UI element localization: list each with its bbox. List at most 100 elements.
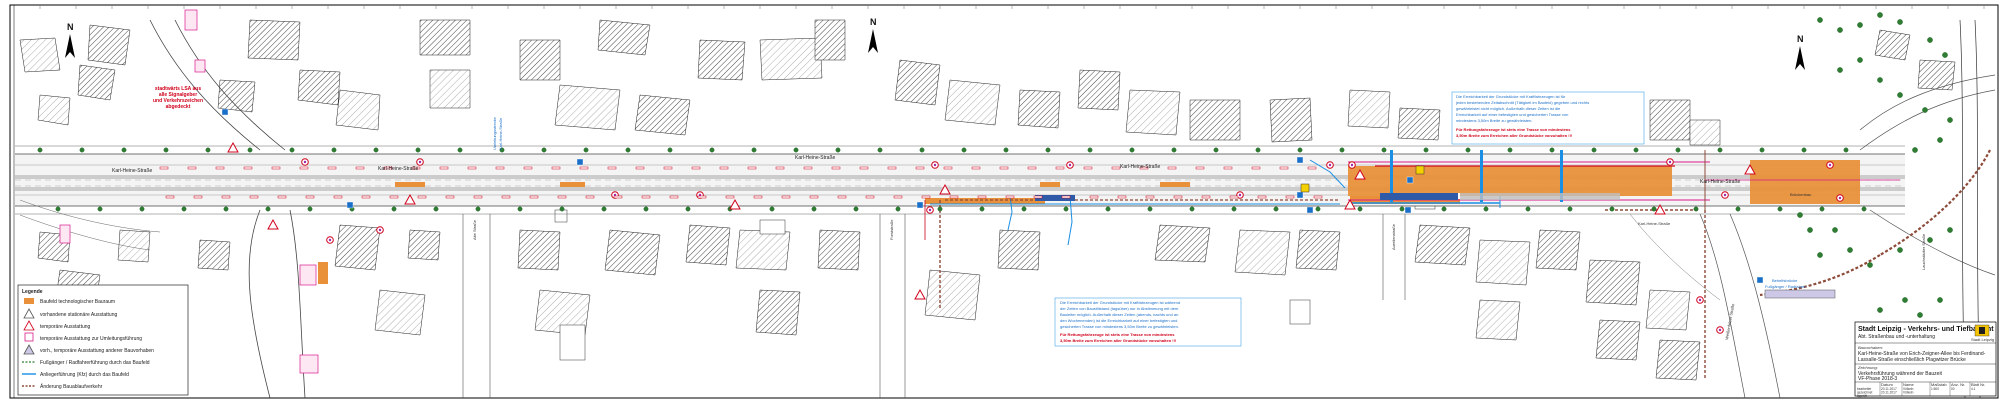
tree <box>1857 22 1863 28</box>
barrier <box>523 166 533 170</box>
detour-sign <box>184 9 198 31</box>
tree <box>1837 27 1843 33</box>
barrier <box>473 195 483 199</box>
building <box>1645 289 1691 331</box>
building <box>197 239 231 271</box>
tb-cell: geprüft <box>1857 394 1867 398</box>
barrier <box>361 195 371 199</box>
tree <box>1045 147 1051 153</box>
detour-sign <box>59 224 71 244</box>
barrier <box>719 166 729 170</box>
barrier <box>753 195 763 199</box>
building <box>604 229 661 276</box>
legend-item-1: vorhandene stationäre Ausstattung <box>40 312 117 318</box>
info-sign <box>1306 206 1314 214</box>
barrier <box>1257 195 1267 199</box>
street-label-side-2: Forststraße <box>889 219 894 240</box>
barrier <box>243 166 253 170</box>
tree <box>1817 17 1823 23</box>
building <box>374 289 426 336</box>
barrier <box>1173 195 1183 199</box>
tree <box>1897 19 1903 25</box>
tree <box>835 147 841 153</box>
tree <box>1339 147 1345 153</box>
tree <box>1273 206 1279 212</box>
building <box>519 39 561 81</box>
tree <box>1087 147 1093 153</box>
svg-text:Umleitungsstrecke: Umleitungsstrecke <box>492 116 497 150</box>
building <box>1585 259 1641 306</box>
barrier <box>803 166 813 170</box>
barrier <box>1285 195 1295 199</box>
barrier <box>1313 195 1323 199</box>
building <box>944 79 1001 126</box>
barrier <box>1117 195 1127 199</box>
title-block-dept: Abt. Straßenbau und -unterhaltung <box>1858 334 1935 340</box>
building <box>1475 299 1521 341</box>
barrier <box>747 166 757 170</box>
tree <box>415 147 421 153</box>
barrier <box>1201 195 1211 199</box>
tree <box>181 206 187 212</box>
svg-text:mindestens 3,50m Breite zu gew: mindestens 3,50m Breite zu gewährleisten… <box>1456 118 1532 123</box>
tree <box>1129 147 1135 153</box>
building <box>759 37 823 81</box>
tree <box>1832 227 1838 233</box>
building <box>334 224 381 271</box>
warning-sign <box>227 141 239 153</box>
barrier <box>277 195 287 199</box>
svg-text:alle Signalgeber: alle Signalgeber <box>159 92 197 98</box>
note-footpath-2: Fußgänger / Radfahrer <box>1765 284 1806 289</box>
barrier <box>467 166 477 170</box>
tree <box>331 147 337 153</box>
warning-sign <box>1354 168 1366 180</box>
title-block-drawing-1: Verkehrsführung während der Bauzeit <box>1858 371 1943 377</box>
tree <box>1922 107 1928 113</box>
info-sign <box>221 108 229 116</box>
building <box>817 229 861 271</box>
barrier <box>641 195 651 199</box>
traffic-signs <box>59 9 1844 374</box>
building <box>634 94 691 136</box>
barrier <box>613 195 623 199</box>
tree <box>1693 206 1699 212</box>
legend-item-7: Änderung Bauablaufverkehr <box>40 383 103 390</box>
barrier <box>1167 166 1177 170</box>
tree <box>1927 37 1933 43</box>
barrier <box>1083 166 1093 170</box>
tb-header: Anz. Nr. <box>1951 382 1965 387</box>
barrier <box>1195 166 1205 170</box>
warning-sign <box>267 218 279 230</box>
barrier <box>775 166 785 170</box>
tree <box>475 206 481 212</box>
barrier <box>1061 195 1071 199</box>
building <box>1595 319 1641 361</box>
tree <box>1465 147 1471 153</box>
note-right-blue: Die Erreichbarkeit der Grundstücke mit K… <box>1451 91 1645 145</box>
building <box>1535 229 1581 271</box>
tb-cell: 20.11.2017 <box>1881 387 1897 391</box>
tree <box>1927 237 1933 243</box>
barrier <box>663 166 673 170</box>
tree <box>79 147 85 153</box>
city-logo-emblem <box>1979 327 1985 334</box>
warning-sign <box>914 288 926 300</box>
svg-text:N: N <box>67 22 74 32</box>
tb-header: Blatt Nr. <box>1971 382 1985 387</box>
barrier <box>859 166 869 170</box>
tree <box>1937 137 1943 143</box>
barrier <box>299 166 309 170</box>
warning-sign <box>1654 203 1666 215</box>
tb-cell: bearbeitet <box>1857 387 1871 391</box>
tree <box>1441 206 1447 212</box>
title-block-drawing-2: VF-Phase 2018-3 <box>1858 376 1897 382</box>
barrier <box>893 195 903 199</box>
tree <box>97 206 103 212</box>
building <box>1077 69 1121 111</box>
barrier <box>215 166 225 170</box>
tree <box>1897 247 1903 253</box>
barrier <box>697 195 707 199</box>
tree <box>1912 147 1918 153</box>
barrier <box>165 195 175 199</box>
building <box>419 19 471 56</box>
